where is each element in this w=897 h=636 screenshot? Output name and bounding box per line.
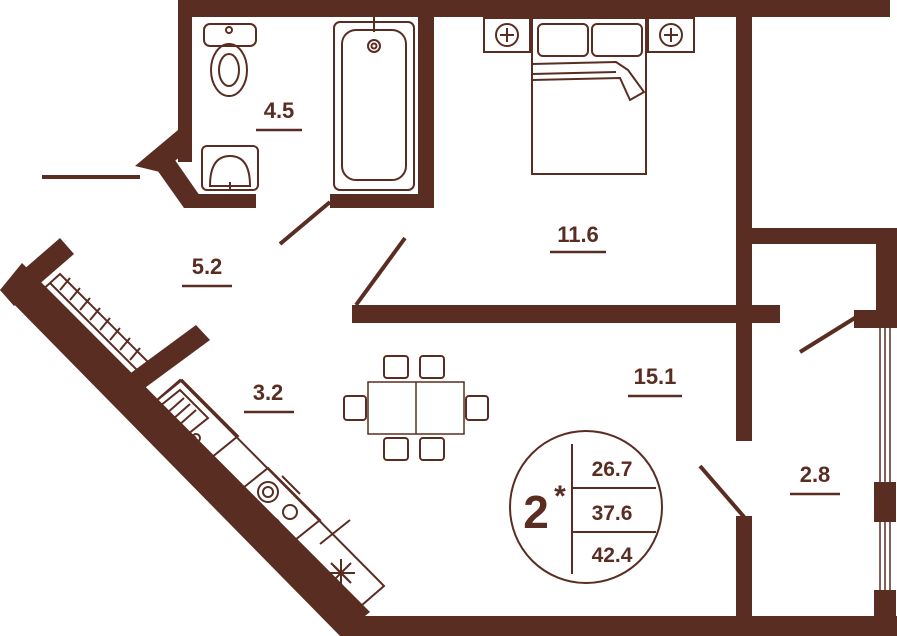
stove-icon <box>236 466 322 546</box>
balcony-area-label: 2.8 <box>800 462 831 487</box>
nightstand-lamp-icon <box>647 17 695 53</box>
rooms-marker: * <box>554 480 566 513</box>
dining-chair-icon <box>343 355 489 461</box>
kitchen-area-label: 3.2 <box>253 380 284 405</box>
bathroom-area-label: 4.5 <box>264 98 295 123</box>
kitchen-sink-icon <box>148 378 240 464</box>
area-labels: 4.5 11.6 5.2 3.2 15.1 2.8 <box>182 98 840 496</box>
summary-badge: 2 * 26.7 37.6 42.4 <box>509 430 663 584</box>
toilet-icon <box>203 23 257 97</box>
hallway-area-label: 5.2 <box>192 254 223 279</box>
living-area-value: 26.7 <box>592 458 633 481</box>
living-room-area-label: 15.1 <box>634 364 677 389</box>
bathtub-icon <box>333 14 415 191</box>
balcony-window <box>879 328 891 590</box>
nightstand-lamp-icon <box>483 17 531 53</box>
door-swings <box>278 200 860 520</box>
rooms-count: 2 <box>523 486 549 538</box>
fridge-icon <box>319 519 355 587</box>
total-area-with-balcony-value: 42.4 <box>592 544 633 567</box>
double-bed-icon <box>531 17 647 175</box>
dining-table-icon <box>367 381 465 435</box>
summary-badge-circle <box>509 430 663 584</box>
sink-icon <box>201 145 259 191</box>
bedroom-area-label: 11.6 <box>557 222 599 247</box>
radiator-icon <box>38 272 152 384</box>
total-area-value: 37.6 <box>592 502 633 525</box>
